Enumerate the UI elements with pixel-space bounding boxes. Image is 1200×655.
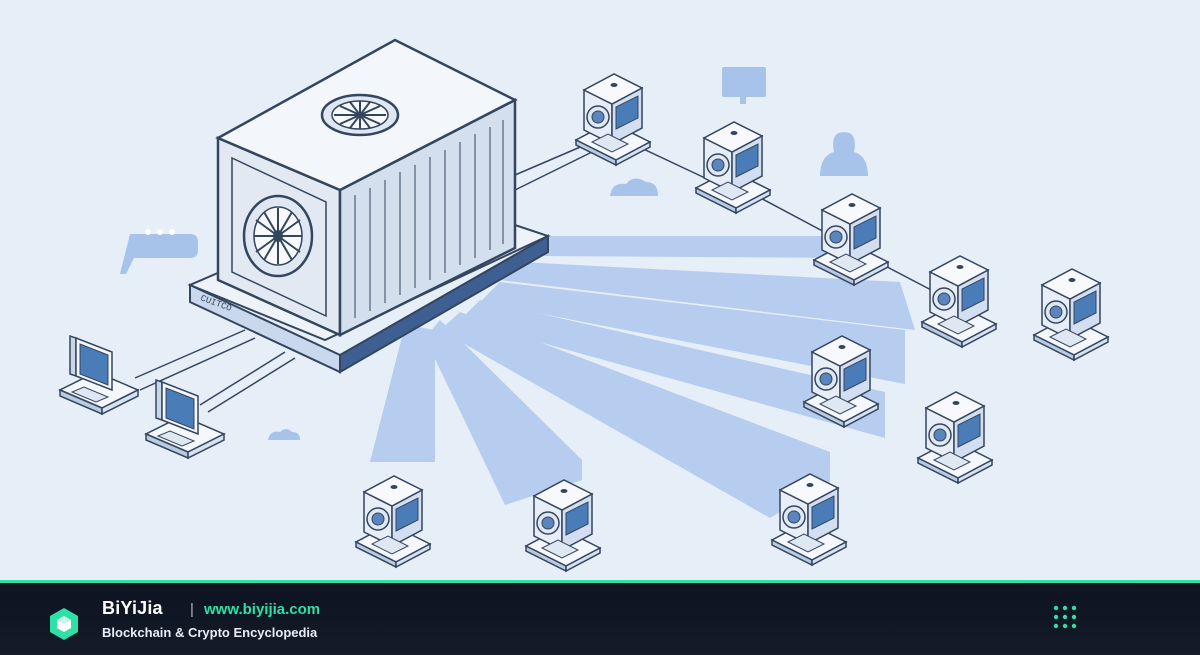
workstation-1 (59, 335, 139, 415)
dot-grid-menu-icon[interactable] (1052, 604, 1078, 630)
decor-person-icon (820, 132, 868, 176)
mining-node-4 (921, 255, 997, 348)
mining-node-10 (771, 473, 847, 566)
workstation-2 (145, 379, 225, 459)
tagline: Blockchain & Crypto Encyclopedia (102, 625, 318, 640)
mining-node-3 (813, 193, 889, 286)
mining-node-1 (575, 73, 651, 166)
mining-node-2 (695, 121, 771, 214)
mining-node-6 (803, 335, 879, 428)
mining-node-9 (525, 479, 601, 572)
network-cables (134, 144, 936, 413)
footer-banner: BiYiJia | www.biyijia.com Blockchain & C… (0, 580, 1200, 655)
mining-node-7 (917, 391, 993, 484)
hexagon-cube-logo-icon (50, 608, 78, 640)
mining-node-5 (1033, 268, 1109, 361)
brand-name: BiYiJia (102, 598, 163, 618)
network-illustration: CUITCO (59, 38, 1109, 572)
mining-node-8 (355, 475, 431, 568)
decor-cloud-icon (268, 178, 658, 440)
decor-speech-bubble-icon (96, 229, 198, 274)
container-server: CUITCO (187, 38, 551, 374)
website-link[interactable]: www.biyijia.com (204, 601, 321, 618)
decor-monitor-icon (722, 67, 766, 104)
connection-beams (370, 236, 915, 518)
separator: | (190, 601, 194, 618)
